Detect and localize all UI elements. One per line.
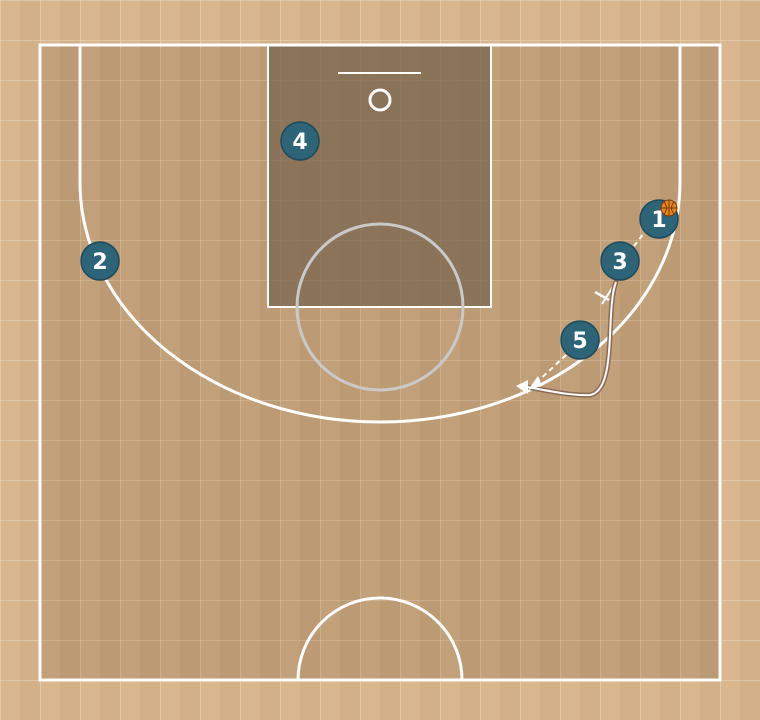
free-throw-circle [295, 222, 465, 392]
three-point-line [78, 45, 682, 424]
player-4-token [280, 121, 320, 161]
player-4[interactable]: 4 [280, 121, 320, 161]
player-5[interactable]: 5 [560, 320, 600, 360]
player-3-label: 3 [612, 250, 627, 275]
player-4-label: 4 [292, 130, 307, 155]
player-3-token [600, 241, 640, 281]
court-boundary [38, 43, 722, 682]
paint-area [267, 44, 492, 308]
player-2-label: 2 [92, 250, 107, 275]
basketball-icon [660, 199, 678, 217]
actions-layer [516, 227, 649, 398]
player-5-label: 5 [572, 329, 587, 354]
player-5-token [560, 320, 600, 360]
arrow-head-cut [516, 380, 528, 394]
player-2-token [80, 241, 120, 281]
hoop [368, 88, 392, 112]
arrow-head-pass [528, 376, 542, 390]
screen-bar [594, 290, 610, 302]
player-1-label: 1 [651, 208, 666, 233]
player-3[interactable]: 3 [600, 241, 640, 281]
player-2[interactable]: 2 [80, 241, 120, 281]
center-circle [296, 596, 464, 681]
player-1[interactable]: 1 [639, 199, 679, 239]
cut-path-3-light [526, 281, 617, 397]
